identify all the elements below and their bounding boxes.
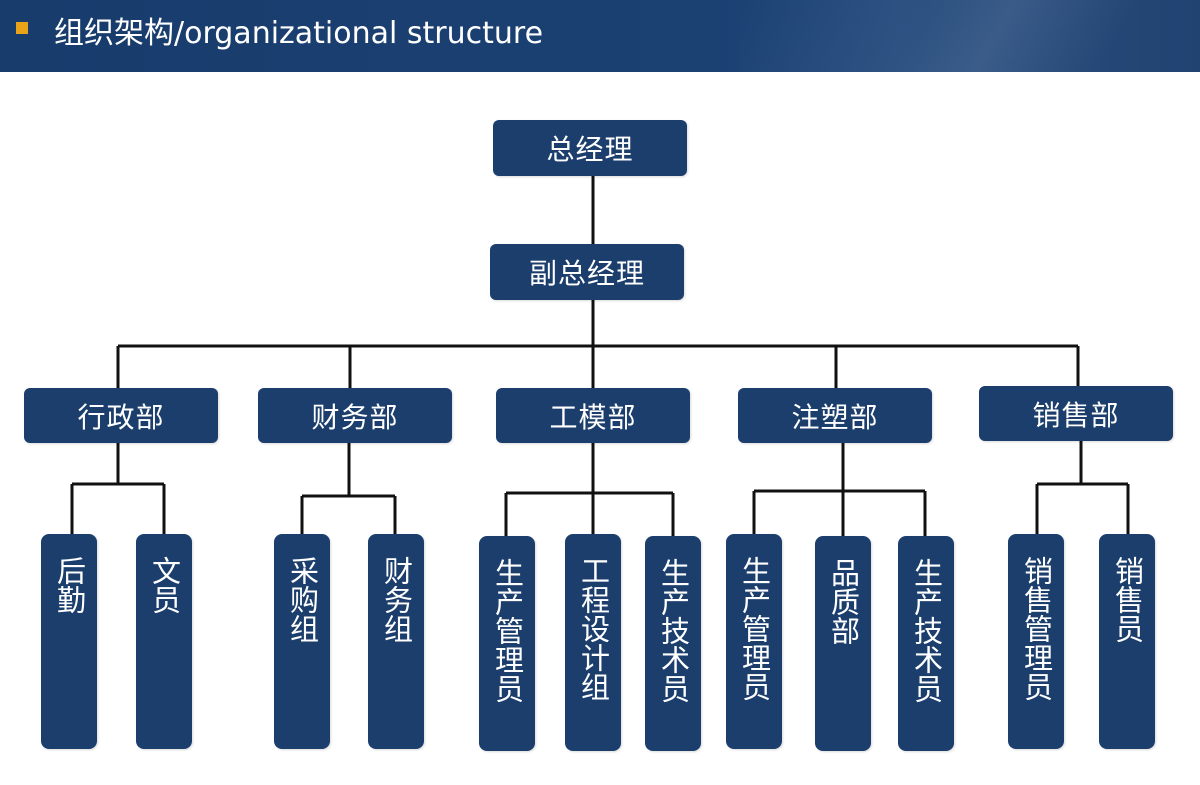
deputy-manager-box: 副总经理 xyxy=(490,244,684,300)
team-box: 财务组 xyxy=(368,534,424,749)
team-label: 生产技术员 xyxy=(656,558,691,703)
team-label: 生产管理员 xyxy=(737,556,772,701)
team-label: 工程设计组 xyxy=(576,556,611,701)
team-box: 生产技术员 xyxy=(645,536,701,751)
general-manager-box: 总经理 xyxy=(493,120,687,176)
team-box: 后勤 xyxy=(41,534,97,749)
team-label: 财务组 xyxy=(379,556,414,643)
team-label: 品质部 xyxy=(826,558,861,645)
department-box-finance: 财务部 xyxy=(258,388,452,443)
team-label: 后勤 xyxy=(52,556,87,614)
team-box: 采购组 xyxy=(274,534,330,749)
department-box-tooling: 工模部 xyxy=(496,388,690,443)
team-label: 生产技术员 xyxy=(909,558,944,703)
team-box: 品质部 xyxy=(815,536,871,751)
team-box: 生产管理员 xyxy=(479,536,535,751)
team-label: 文员 xyxy=(147,556,182,614)
team-box: 销售管理员 xyxy=(1008,534,1064,749)
team-label: 生产管理员 xyxy=(490,558,525,703)
team-box: 文员 xyxy=(136,534,192,749)
department-box-sales: 销售部 xyxy=(979,386,1173,441)
team-label: 销售管理员 xyxy=(1019,556,1054,701)
title-bullet-icon xyxy=(16,22,28,34)
department-box-admin: 行政部 xyxy=(24,388,218,443)
team-box: 工程设计组 xyxy=(565,534,621,751)
team-box: 生产管理员 xyxy=(726,534,782,749)
team-box: 生产技术员 xyxy=(898,536,954,751)
department-box-injection: 注塑部 xyxy=(738,388,932,443)
page-title: 组织架构/organizational structure xyxy=(54,16,544,51)
header-decoration xyxy=(740,0,1200,72)
team-box: 销售员 xyxy=(1099,534,1155,749)
header-bar: 组织架构/organizational structure xyxy=(0,0,1200,72)
team-label: 采购组 xyxy=(285,556,320,643)
team-label: 销售员 xyxy=(1110,556,1145,643)
